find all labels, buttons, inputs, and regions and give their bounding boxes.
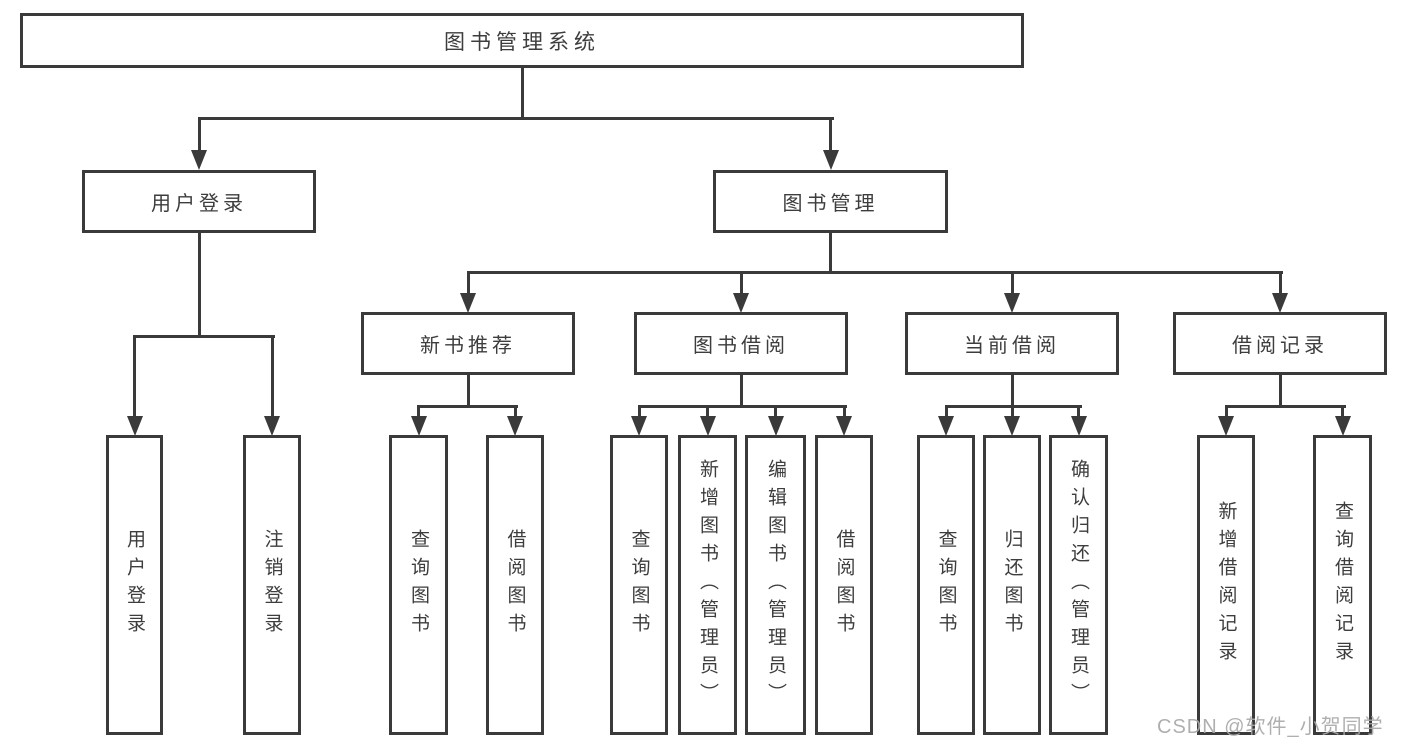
arrow-down-icon	[1004, 416, 1020, 436]
node-current-borrowing: 当前借阅	[905, 312, 1119, 375]
leaf-query-books-borrowing: 查询图书	[610, 435, 668, 735]
arrow-down-icon	[767, 416, 784, 436]
connector-drop-leaf	[513, 406, 517, 417]
arrow-down-icon	[126, 416, 143, 436]
connector-drop-leaf	[1077, 406, 1080, 417]
arrow-down-icon	[191, 150, 207, 170]
leaf-add-book-admin: 新增图书（管理员）	[678, 435, 737, 735]
connector-user-login-drop	[197, 233, 201, 336]
connector-current-borrowing-drop	[1010, 375, 1014, 406]
connector-book-management-drop	[829, 233, 832, 272]
arrow-down-icon	[264, 416, 280, 436]
connector-drop-leaf	[637, 406, 641, 417]
connector-drop-user-login	[197, 118, 201, 152]
connector-drop-borrow-records	[1278, 272, 1282, 294]
connector-borrow-records-rail	[1224, 404, 1346, 408]
node-library-system: 图书管理系统	[20, 13, 1024, 68]
csdn-watermark: CSDN @软件_小贺同学	[1157, 716, 1384, 738]
connector-level2-rail	[197, 116, 834, 120]
connector-drop-leaf	[270, 336, 274, 418]
connector-root-drop	[520, 68, 524, 118]
connector-drop-book-management	[829, 118, 832, 152]
leaf-user-login: 用户登录	[106, 435, 163, 735]
leaf-add-borrow-record: 新增借阅记录	[1197, 435, 1255, 735]
arrow-down-icon	[410, 416, 427, 436]
arrow-down-icon	[1004, 293, 1020, 313]
leaf-return-book: 归还图书	[983, 435, 1041, 735]
connector-book-borrowing-rail	[637, 404, 847, 408]
leaf-borrow-books-borrowing: 借阅图书	[815, 435, 873, 735]
connector-borrow-records-drop	[1278, 375, 1282, 406]
arrow-down-icon	[1218, 416, 1234, 436]
node-user-login: 用户登录	[82, 170, 316, 233]
connector-drop-leaf	[842, 406, 846, 417]
leaf-edit-book-admin: 编辑图书（管理员）	[745, 435, 806, 735]
leaf-logout: 注销登录	[243, 435, 301, 735]
connector-drop-leaf	[774, 406, 777, 417]
connector-drop-leaf	[1224, 406, 1228, 417]
leaf-borrow-books-recommend: 借阅图书	[486, 435, 544, 735]
arrow-down-icon	[733, 293, 749, 313]
connector-new-book-rail	[417, 404, 518, 408]
connector-book-borrowing-drop	[739, 375, 743, 406]
node-new-book-recommend: 新书推荐	[361, 312, 575, 375]
connector-level3-rail	[466, 270, 1283, 274]
arrow-down-icon	[460, 293, 476, 313]
connector-drop-new-book	[466, 272, 470, 294]
connector-drop-book-borrowing	[739, 272, 743, 294]
node-book-borrowing: 图书借阅	[634, 312, 848, 375]
arrow-down-icon	[699, 416, 716, 436]
connector-drop-leaf	[944, 406, 948, 417]
arrow-down-icon	[1272, 293, 1288, 313]
leaf-query-books-recommend: 查询图书	[389, 435, 448, 735]
arrow-down-icon	[507, 416, 523, 436]
arrow-down-icon	[822, 150, 839, 170]
leaf-confirm-return-admin: 确认归还（管理员）	[1049, 435, 1108, 735]
leaf-query-borrow-record: 查询借阅记录	[1313, 435, 1372, 735]
node-borrow-records: 借阅记录	[1173, 312, 1387, 375]
arrow-down-icon	[1070, 416, 1087, 436]
connector-drop-leaf	[1341, 406, 1344, 417]
arrow-down-icon	[1334, 416, 1351, 436]
node-book-management: 图书管理	[713, 170, 948, 233]
connector-drop-leaf	[1010, 406, 1014, 417]
connector-user-login-rail	[133, 334, 275, 338]
arrow-down-icon	[836, 416, 852, 436]
arrow-down-icon	[631, 416, 647, 436]
connector-drop-leaf	[133, 336, 136, 418]
connector-drop-leaf	[706, 406, 709, 417]
arrow-down-icon	[938, 416, 954, 436]
connector-new-book-drop	[466, 375, 470, 406]
connector-drop-current-borrowing	[1010, 272, 1014, 294]
leaf-query-books-current: 查询图书	[917, 435, 975, 735]
connector-drop-leaf	[417, 406, 420, 417]
